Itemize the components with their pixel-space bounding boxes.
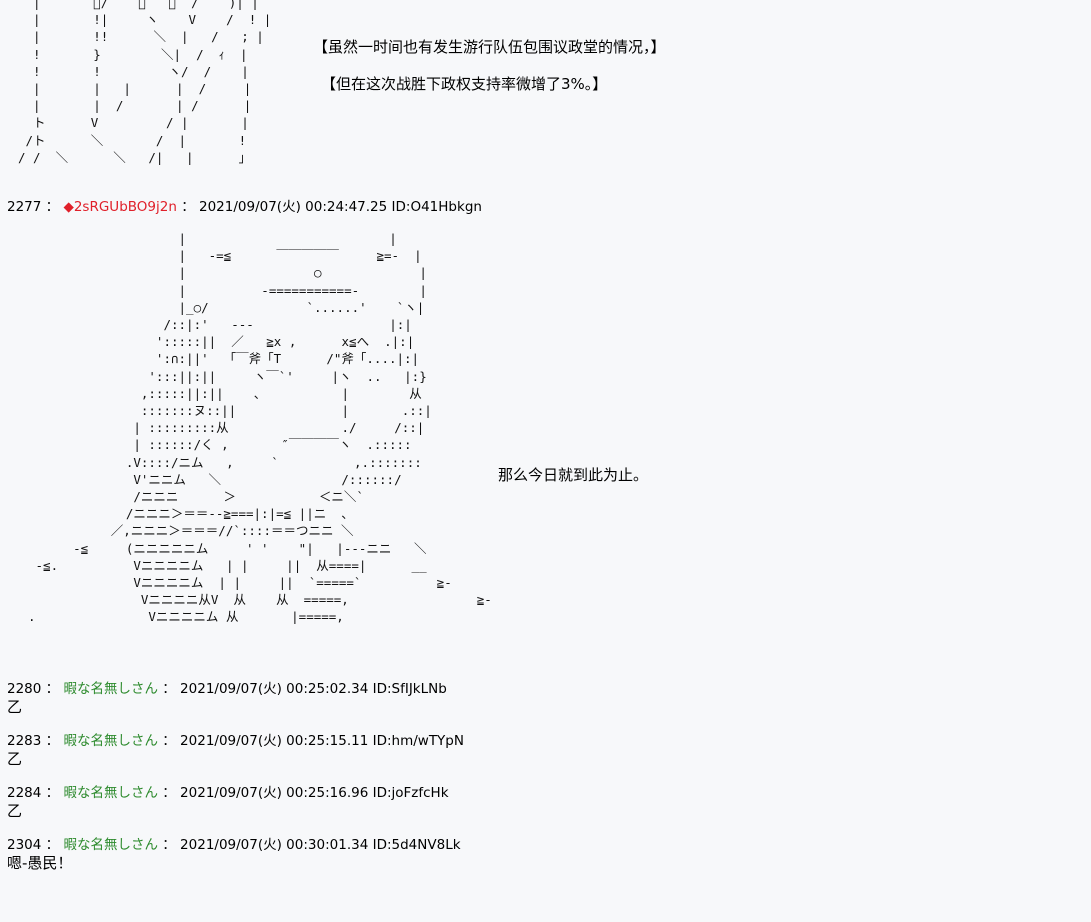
post-header-2283: 2283 ： 暇な名無しさん ： 2021/09/07(火) 00:25:15.… xyxy=(7,733,464,750)
post-header-2277: 2277 ： ◆2sRGUbBO9j2n ： 2021/09/07(火) 00:… xyxy=(7,199,482,216)
post-header-2280: 2280 ： 暇な名無しさん ： 2021/09/07(火) 00:25:02.… xyxy=(7,681,447,698)
poster-name: 2sRGUbBO9j2n xyxy=(73,199,177,215)
post-separator: ： xyxy=(45,681,60,697)
narration-closing: 那么今日就到此为止。 xyxy=(498,466,649,484)
post-number[interactable]: 2304 xyxy=(7,837,42,853)
post-number[interactable]: 2277 xyxy=(7,199,42,215)
post-header-2304: 2304 ： 暇な名無しさん ： 2021/09/07(火) 00:30:01.… xyxy=(7,837,461,854)
poster-name: 暇な名無しさん xyxy=(63,733,158,749)
post-number[interactable]: 2283 xyxy=(7,733,42,749)
post-separator: ： xyxy=(45,837,60,853)
post-number[interactable]: 2280 xyxy=(7,681,42,697)
post-date: 2021/09/07(火) 00:25:02.34 xyxy=(180,681,369,697)
post-body-2284: 乙 xyxy=(7,802,23,820)
post-id[interactable]: ID:SfIJkLNb xyxy=(372,681,447,697)
post-date: 2021/09/07(火) 00:24:47.25 xyxy=(199,199,388,215)
post-separator: ： xyxy=(45,199,60,215)
poster-name: 暇な名無しさん xyxy=(63,785,158,801)
post-separator: ： xyxy=(162,733,176,749)
ascii-art-main: | | | -=≦ ￣￣￣￣￣ ≧=- | | ○ | | -=========… xyxy=(28,231,492,625)
post-date: 2021/09/07(火) 00:25:16.96 xyxy=(180,785,369,801)
post-number[interactable]: 2284 xyxy=(7,785,42,801)
post-body-2304: 嗯-愚民！ xyxy=(7,854,73,872)
post-separator: ： xyxy=(162,785,176,801)
post-separator: ： xyxy=(162,681,176,697)
post-header-2284: 2284 ： 暇な名無しさん ： 2021/09/07(火) 00:25:16.… xyxy=(7,785,449,802)
post-separator: ： xyxy=(45,733,60,749)
post-id[interactable]: ID:O41Hbkgn xyxy=(391,199,482,215)
post-id[interactable]: ID:joFzfcHk xyxy=(372,785,449,801)
narration-line-2: 【但在这次战胜下政权支持率微增了3%。】 xyxy=(321,75,608,93)
post-id[interactable]: ID:hm/wTYpN xyxy=(372,733,464,749)
post-id[interactable]: ID:5d4NV8Lk xyxy=(372,837,461,853)
post-body-2280: 乙 xyxy=(7,698,23,716)
post-body-2283: 乙 xyxy=(7,750,23,768)
post-date: 2021/09/07(火) 00:30:01.34 xyxy=(180,837,369,853)
poster-name: 暇な名無しさん xyxy=(63,837,158,853)
poster-name: 暇な名無しさん xyxy=(63,681,158,697)
post-date: 2021/09/07(火) 00:25:15.11 xyxy=(180,733,369,749)
post-separator: ： xyxy=(162,837,176,853)
post-separator: ： xyxy=(45,785,60,801)
trip-diamond-icon: ◆ xyxy=(63,199,74,215)
ascii-art-top: | ゙/ ゙ ゙ / )| | | !| ヽ V / ! | | !! ＼ | … xyxy=(18,0,272,165)
post-separator: ： xyxy=(181,199,195,215)
narration-line-1: 【虽然一时间也有发生游行队伍包围议政堂的情况，】 xyxy=(313,38,666,56)
